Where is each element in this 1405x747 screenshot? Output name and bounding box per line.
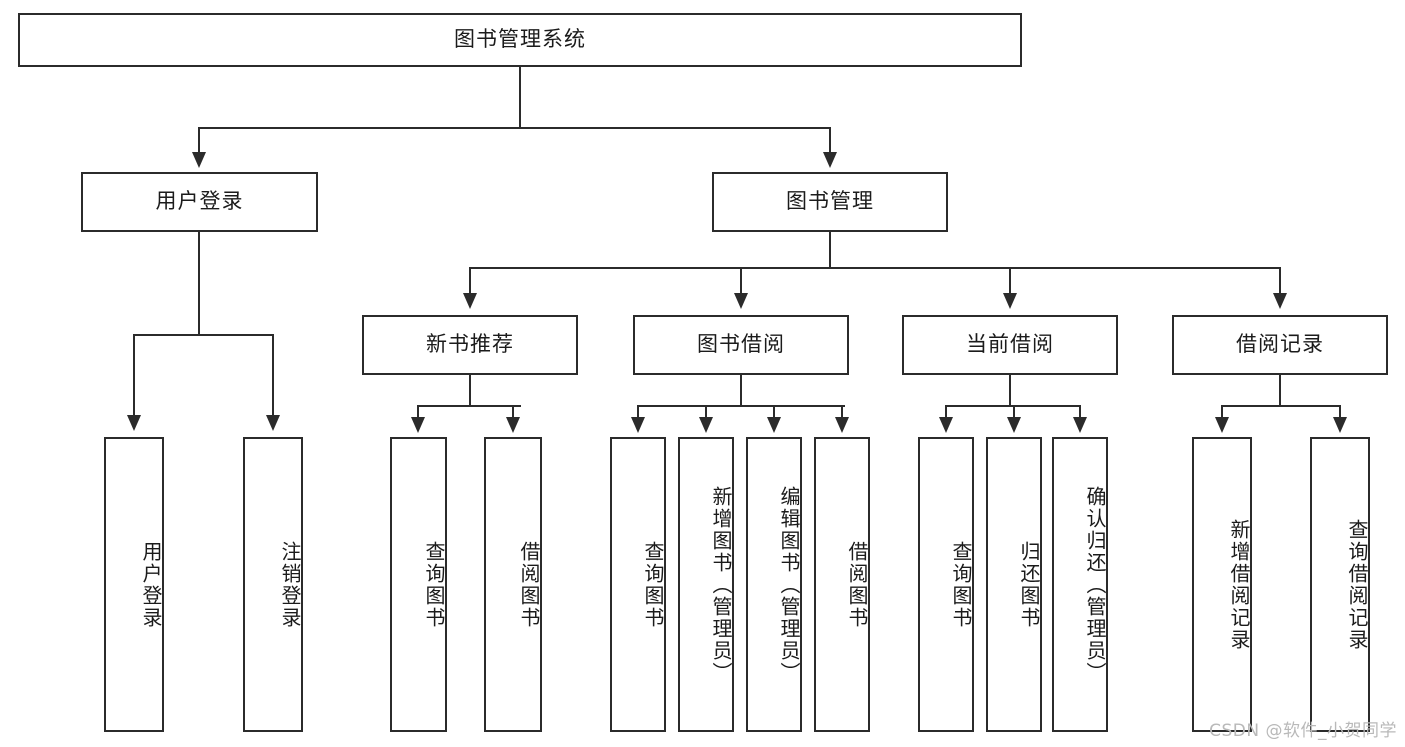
edge-records-to-leaf-1 [1221,405,1223,419]
leaf-label: 查询图书 [949,540,973,629]
node-user-login[interactable]: 用户登录 [81,172,318,232]
node-current-borrow[interactable]: 当前借阅 [902,315,1118,375]
leaf-label: 新增借阅记录 [1227,518,1251,651]
edge-records-bus [1221,405,1341,407]
arrow-root-to-book-mgmt [823,152,837,168]
arrow-book-mgmt-to-current [1003,293,1017,309]
arrow-new-books-to-leaf-1 [411,417,425,433]
edge-borrow-bus [637,405,845,407]
node-borrow-records[interactable]: 借阅记录 [1172,315,1388,375]
edge-book-mgmt-trunk [829,232,831,269]
leaf-label: 编辑图书（管理员） [777,485,801,684]
arrow-current-to-leaf-3 [1073,417,1087,433]
arrow-borrow-to-leaf-4 [835,417,849,433]
edge-user-login-trunk [198,232,200,336]
arrow-records-to-leaf-2 [1333,417,1347,433]
edge-current-to-leaf-1 [945,405,947,419]
node-label: 新书推荐 [426,332,514,357]
edge-borrow-to-leaf-3 [773,405,775,419]
arrow-records-to-leaf-1 [1215,417,1229,433]
arrow-book-mgmt-to-new-books [463,293,477,309]
arrow-borrow-to-leaf-2 [699,417,713,433]
edge-current-to-leaf-2 [1013,405,1015,419]
edge-book-mgmt-bus [469,267,1281,269]
node-label: 图书管理系统 [454,27,586,52]
edge-new-books-trunk [469,375,471,407]
leaf-edit-book-admin[interactable]: 编辑图书（管理员） [746,437,802,732]
leaf-logout[interactable]: 注销登录 [243,437,303,732]
edge-current-bus [945,405,1080,407]
edge-book-mgmt-to-borrow [740,267,742,295]
leaf-label: 查询借阅记录 [1345,518,1369,651]
edge-root-trunk [519,67,521,129]
node-root-system[interactable]: 图书管理系统 [18,13,1022,67]
arrow-book-mgmt-to-records [1273,293,1287,309]
edge-borrow-trunk [740,375,742,407]
leaf-label: 查询图书 [641,540,665,629]
arrow-user-login-to-leaf-1 [127,415,141,431]
leaf-label: 新增图书（管理员） [709,485,733,684]
edge-new-books-to-leaf-1 [417,405,419,419]
leaf-confirm-return-admin[interactable]: 确认归还（管理员） [1052,437,1108,732]
arrow-book-mgmt-to-borrow [734,293,748,309]
edge-book-mgmt-to-records [1279,267,1281,295]
edge-current-to-leaf-3 [1079,405,1081,419]
edge-user-login-to-leaf-2 [272,334,274,417]
arrow-borrow-to-leaf-3 [767,417,781,433]
edge-root-to-book-mgmt [829,127,831,155]
edge-current-trunk [1009,375,1011,407]
leaf-return-books[interactable]: 归还图书 [986,437,1042,732]
edge-new-books-to-leaf-2 [512,405,514,419]
edge-book-mgmt-to-current [1009,267,1011,295]
edge-borrow-to-leaf-1 [637,405,639,419]
leaf-query-books-current[interactable]: 查询图书 [918,437,974,732]
leaf-label: 用户登录 [139,540,163,629]
edge-borrow-to-leaf-2 [705,405,707,419]
arrow-root-to-user-login [192,152,206,168]
leaf-label: 借阅图书 [517,540,541,629]
node-book-management[interactable]: 图书管理 [712,172,948,232]
node-label: 图书借阅 [697,332,785,357]
leaf-add-book-admin[interactable]: 新增图书（管理员） [678,437,734,732]
leaf-query-borrow-record[interactable]: 查询借阅记录 [1310,437,1370,732]
leaf-user-login[interactable]: 用户登录 [104,437,164,732]
leaf-label: 查询图书 [422,540,446,629]
edge-user-login-bus [133,334,273,336]
edge-root-to-user-login [198,127,200,155]
leaf-label: 借阅图书 [845,540,869,629]
edge-new-books-bus [417,405,521,407]
leaf-query-books-borrow[interactable]: 查询图书 [610,437,666,732]
leaf-borrow-books-new[interactable]: 借阅图书 [484,437,542,732]
leaf-label: 注销登录 [278,540,302,629]
leaf-add-borrow-record[interactable]: 新增借阅记录 [1192,437,1252,732]
arrow-current-to-leaf-1 [939,417,953,433]
leaf-query-books-new[interactable]: 查询图书 [390,437,447,732]
node-label: 借阅记录 [1236,332,1324,357]
leaf-label: 确认归还（管理员） [1083,485,1107,684]
arrow-new-books-to-leaf-2 [506,417,520,433]
arrow-borrow-to-leaf-1 [631,417,645,433]
node-new-book-recommend[interactable]: 新书推荐 [362,315,578,375]
node-book-borrow[interactable]: 图书借阅 [633,315,849,375]
arrow-current-to-leaf-2 [1007,417,1021,433]
edge-root-bus [199,127,831,129]
leaf-borrow-books[interactable]: 借阅图书 [814,437,870,732]
arrow-user-login-to-leaf-2 [266,415,280,431]
edge-records-trunk [1279,375,1281,407]
edge-user-login-to-leaf-1 [133,334,135,417]
node-label: 用户登录 [155,189,244,214]
node-label: 图书管理 [786,189,874,214]
edge-book-mgmt-to-new-books [469,267,471,295]
edge-records-to-leaf-2 [1339,405,1341,419]
leaf-label: 归还图书 [1017,540,1041,629]
node-label: 当前借阅 [966,332,1054,357]
edge-borrow-to-leaf-4 [841,405,843,419]
